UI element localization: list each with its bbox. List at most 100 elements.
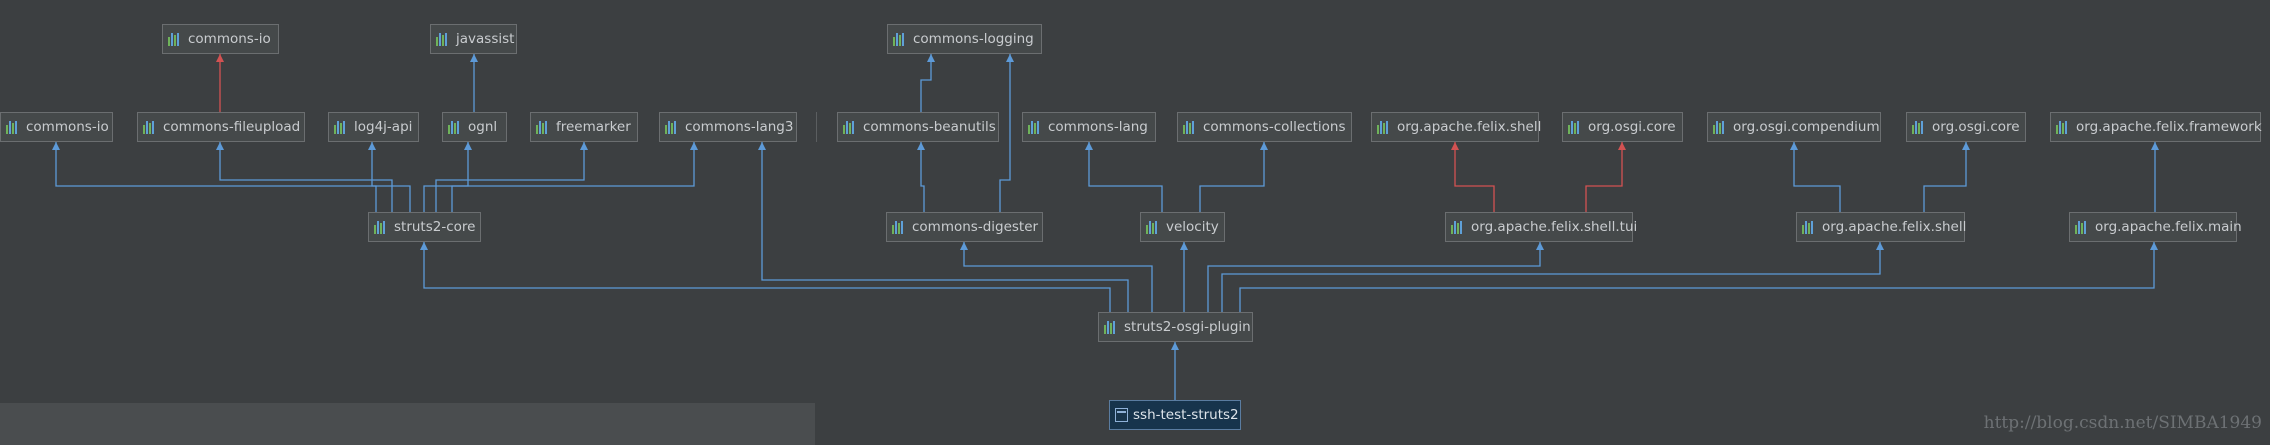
node-label: commons-fileupload (163, 119, 301, 135)
library-icon (334, 120, 349, 134)
node-commons-lang[interactable]: commons-lang (1022, 112, 1156, 142)
edge-ognl-to-javassist (470, 54, 478, 112)
node-label: commons-collections (1203, 119, 1346, 135)
library-icon (143, 120, 158, 134)
node-label: struts2-core (394, 219, 476, 235)
library-icon (536, 120, 551, 134)
node-freemarker[interactable]: freemarker (530, 112, 638, 142)
node-velocity[interactable]: velocity (1140, 212, 1225, 242)
edge-struts2-osgi-plugin-to-felix-shell-tui (1207, 242, 1544, 312)
edge-felix-shell-2-to-osgi-core-2 (1923, 142, 1970, 212)
node-osgi-core-1[interactable]: org.osgi.core (1562, 112, 1683, 142)
edge-felix-main-to-felix-framework (2151, 142, 2159, 212)
edge-felix-shell-2-to-osgi-compendium (1790, 142, 1841, 212)
library-icon (665, 120, 680, 134)
library-icon (6, 120, 21, 134)
node-felix-main[interactable]: org.apache.felix.main (2069, 212, 2242, 242)
library-icon (1451, 220, 1466, 234)
node-javassist[interactable]: javassist (430, 24, 517, 54)
library-icon (168, 32, 183, 46)
edge-ssh-test-struts2-to-struts2-osgi-plugin (1171, 342, 1179, 400)
library-icon (374, 220, 389, 234)
horizontal-scrollbar[interactable] (0, 403, 815, 445)
node-label: commons-lang3 (685, 119, 794, 135)
library-icon (436, 32, 451, 46)
node-commons-lang3[interactable]: commons-lang3 (659, 112, 797, 142)
node-commons-fileupload[interactable]: commons-fileupload (137, 112, 305, 142)
library-icon (1028, 120, 1043, 134)
node-log4j-api[interactable]: log4j-api (328, 112, 419, 142)
library-icon (1377, 120, 1392, 134)
library-icon (892, 220, 907, 234)
node-ognl[interactable]: ognl (442, 112, 507, 142)
node-commons-logging[interactable]: commons-logging (887, 24, 1042, 54)
edge-felix-shell-tui-to-osgi-core-1 (1585, 142, 1626, 212)
node-label: org.osgi.core (1588, 119, 1676, 135)
node-label: log4j-api (354, 119, 413, 135)
node-felix-shell-1[interactable]: org.apache.felix.shell (1371, 112, 1542, 142)
edge-commons-fileupload-to-commons-io-top (216, 54, 224, 112)
node-label: org.osgi.compendium (1733, 119, 1880, 135)
library-icon (1183, 120, 1198, 134)
node-label: commons-lang (1048, 119, 1148, 135)
library-icon (1912, 120, 1927, 134)
node-label: commons-beanutils (863, 119, 996, 135)
library-icon (1146, 220, 1161, 234)
node-label: velocity (1166, 219, 1219, 235)
library-icon (448, 120, 463, 134)
node-label: org.apache.felix.shell (1397, 119, 1542, 135)
edge-velocity-to-commons-lang (1085, 142, 1163, 212)
node-label: freemarker (556, 119, 631, 135)
edge-struts2-core-to-freemarker (435, 142, 588, 212)
node-struts2-core[interactable]: struts2-core (368, 212, 481, 242)
edge-struts2-osgi-plugin-to-commons-digester (960, 242, 1153, 312)
edge-felix-shell-tui-to-felix-shell-1 (1451, 142, 1495, 212)
node-felix-shell-tui[interactable]: org.apache.felix.shell.tui (1445, 212, 1637, 242)
node-commons-collections[interactable]: commons-collections (1177, 112, 1352, 142)
edge-struts2-osgi-plugin-to-felix-shell-2 (1221, 242, 1884, 312)
library-icon (2075, 220, 2090, 234)
node-commons-io-top[interactable]: commons-io (162, 24, 279, 54)
node-label: commons-digester (912, 219, 1039, 235)
node-osgi-core-2[interactable]: org.osgi.core (1906, 112, 2026, 142)
node-label: commons-logging (913, 31, 1034, 47)
node-label: ognl (468, 119, 498, 135)
edge-struts2-core-to-log4j-api (368, 142, 411, 212)
node-felix-framework[interactable]: org.apache.felix.framework (2050, 112, 2262, 142)
library-icon (893, 32, 908, 46)
node-label: org.apache.felix.shell.tui (1471, 219, 1638, 235)
edge-struts2-osgi-plugin-to-commons-lang3 (758, 142, 1129, 312)
node-label: org.apache.felix.framework (2076, 119, 2262, 135)
node-label: org.apache.felix.main (2095, 219, 2242, 235)
module-icon (1115, 408, 1128, 422)
edge-struts2-core-to-commons-fileupload (216, 142, 393, 212)
node-osgi-compendium[interactable]: org.osgi.compendium (1707, 112, 1881, 142)
node-label: struts2-osgi-plugin (1124, 319, 1251, 335)
library-icon (1713, 120, 1728, 134)
node-ssh-test-struts2[interactable]: ssh-test-struts2 (1109, 400, 1241, 430)
watermark: http://blog.csdn.net/SIMBA1949 (1983, 413, 2262, 433)
edge-struts2-osgi-plugin-to-struts2-core (420, 242, 1111, 312)
edge-commons-digester-to-commons-logging (999, 54, 1014, 212)
library-icon (1568, 120, 1583, 134)
library-icon (843, 120, 858, 134)
node-commons-io[interactable]: commons-io (0, 112, 113, 142)
edge-struts2-osgi-plugin-to-felix-main (1239, 242, 2158, 312)
edge-struts2-core-to-commons-lang3 (451, 142, 698, 212)
node-felix-shell-2[interactable]: org.apache.felix.shell (1796, 212, 1967, 242)
edge-struts2-core-to-ognl (423, 142, 472, 212)
group-separator (816, 112, 817, 142)
node-label: ssh-test-struts2 (1133, 407, 1239, 423)
library-icon (1104, 320, 1119, 334)
node-label: commons-io (188, 31, 271, 47)
node-commons-beanutils[interactable]: commons-beanutils (837, 112, 999, 142)
node-label: org.apache.felix.shell (1822, 219, 1967, 235)
node-struts2-osgi-plugin[interactable]: struts2-osgi-plugin (1098, 312, 1253, 342)
edge-commons-digester-to-commons-beanutils (917, 142, 925, 212)
node-commons-digester[interactable]: commons-digester (886, 212, 1043, 242)
edge-velocity-to-commons-collections (1199, 142, 1268, 212)
node-label: org.osgi.core (1932, 119, 2020, 135)
edge-struts2-osgi-plugin-to-velocity (1180, 242, 1188, 312)
